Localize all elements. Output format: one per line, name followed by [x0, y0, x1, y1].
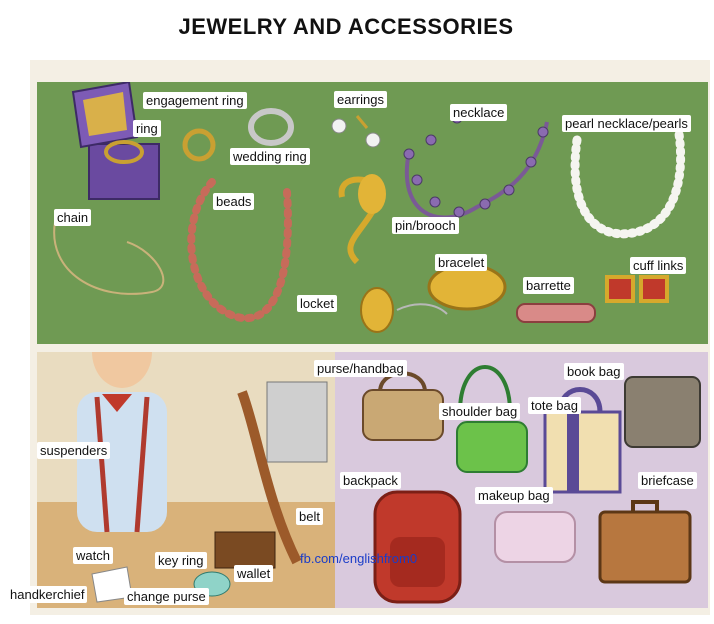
engagement-ring-icon	[182, 128, 216, 162]
label-watch: watch	[73, 547, 113, 564]
page-title: JEWELRY AND ACCESSORIES	[178, 14, 514, 39]
salesman-illustration	[37, 352, 335, 608]
label-earrings: earrings	[334, 91, 387, 108]
makeup-bag-icon	[494, 511, 576, 563]
label-chain: chain	[54, 209, 92, 226]
label-backpack: backpack	[340, 472, 401, 489]
watermark-text: fb.com/englishfrom0	[300, 551, 418, 566]
label-shoulder-bag: shoulder bag	[439, 403, 521, 420]
bags-panel: purse/handbag book bag shoulder bag tote…	[314, 352, 708, 608]
store-counter-panel: suspenders belt watch key ring wallet ha…	[7, 352, 335, 608]
label-makeup-bag: makeup bag	[475, 487, 553, 504]
label-key-ring: key ring	[155, 552, 207, 569]
cuff-links-icon	[605, 275, 669, 303]
label-engagement-ring: engagement ring	[143, 92, 247, 109]
backpack-icon	[373, 490, 462, 604]
label-pin-brooch: pin/brooch	[392, 217, 459, 234]
purse-icon	[362, 371, 444, 441]
label-locket: locket	[297, 295, 337, 312]
label-change-purse: change purse	[124, 588, 209, 605]
label-cuff-links: cuff links	[630, 257, 687, 274]
wedding-ring-icon	[248, 108, 294, 146]
beads-icon	[187, 178, 292, 323]
label-barrette: barrette	[523, 277, 574, 294]
label-wallet: wallet	[234, 565, 274, 582]
label-necklace: necklace	[450, 104, 508, 121]
label-tote-bag: tote bag	[528, 397, 581, 414]
pearl-necklace-icon	[570, 117, 686, 239]
label-wedding-ring: wedding ring	[230, 148, 310, 165]
tote-bag-icon	[543, 387, 622, 494]
label-pearl-necklace: pearl necklace/pearls	[562, 115, 691, 132]
shoulder-bag-icon	[456, 365, 528, 473]
barrette-icon	[516, 303, 596, 323]
label-handkerchief: handkerchief	[7, 586, 88, 603]
briefcase-icon	[598, 500, 692, 584]
chain-icon	[53, 221, 165, 295]
book-bag-icon	[624, 376, 701, 448]
label-bracelet: bracelet	[435, 254, 488, 271]
locket-icon	[360, 287, 448, 333]
label-book-bag: book bag	[564, 363, 624, 380]
brooch-icon	[338, 174, 386, 265]
bracelet-icon	[427, 263, 507, 311]
label-beads: beads	[213, 193, 255, 210]
ring-box-icon	[71, 82, 160, 200]
earrings-icon	[331, 115, 381, 148]
label-belt: belt	[296, 508, 323, 525]
necklace-icon	[403, 112, 549, 220]
label-purse-handbag: purse/handbag	[314, 360, 407, 377]
jewelry-panel: engagement ring ring earrings necklace p…	[37, 82, 708, 344]
label-suspenders: suspenders	[37, 442, 111, 459]
label-ring: ring	[133, 120, 161, 137]
jewelry-illustration	[53, 82, 686, 333]
label-briefcase: briefcase	[638, 472, 697, 489]
bags-illustration	[362, 365, 701, 604]
